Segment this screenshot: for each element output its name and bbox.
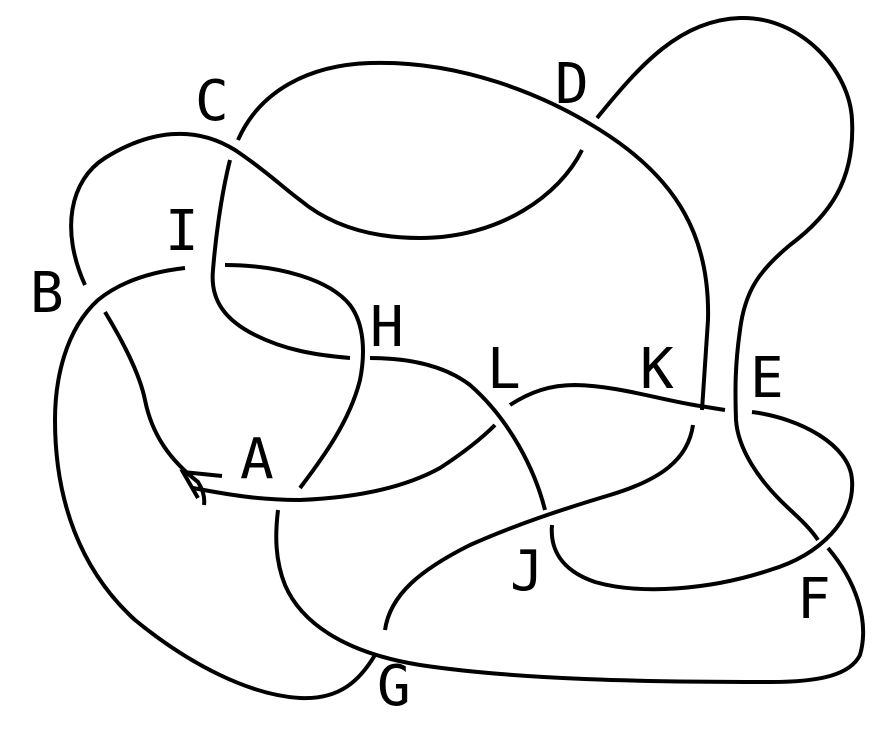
crossing-label-l: L [487,337,521,402]
strand-i-to-a [224,263,365,490]
crossing-label-h: H [370,295,404,360]
crossing-label-g: G [377,654,411,719]
crossing-label-j: J [510,539,544,604]
strand-l-to-e [508,383,726,412]
crossing-labels: A B C D E F G H I J K L [30,52,831,719]
crossing-label-f: F [797,567,831,632]
strand-b-to-g [53,266,377,701]
strand-d-to-e [595,15,855,542]
strand-c-to-k [236,60,711,411]
strand-k-to-g [383,424,695,631]
strand-h-to-j [369,356,547,511]
crossing-label-d: D [555,52,589,117]
crossing-label-k: K [640,337,674,402]
crossing-label-c: C [195,69,229,134]
crossing-label-e: E [750,346,784,411]
strand-b-to-arrow [103,310,207,506]
knot-strands [53,15,866,701]
strand-c-to-h [210,159,351,360]
strand-f-to-a [274,509,866,684]
crossing-label-a: A [240,427,274,492]
strand-e-to-j [549,410,855,592]
strand-b-to-c [69,131,584,286]
orientation-arrowhead [179,469,223,499]
strand-a-to-l [192,423,497,502]
crossing-label-b: B [30,261,64,326]
crossing-label-i: I [165,199,199,264]
